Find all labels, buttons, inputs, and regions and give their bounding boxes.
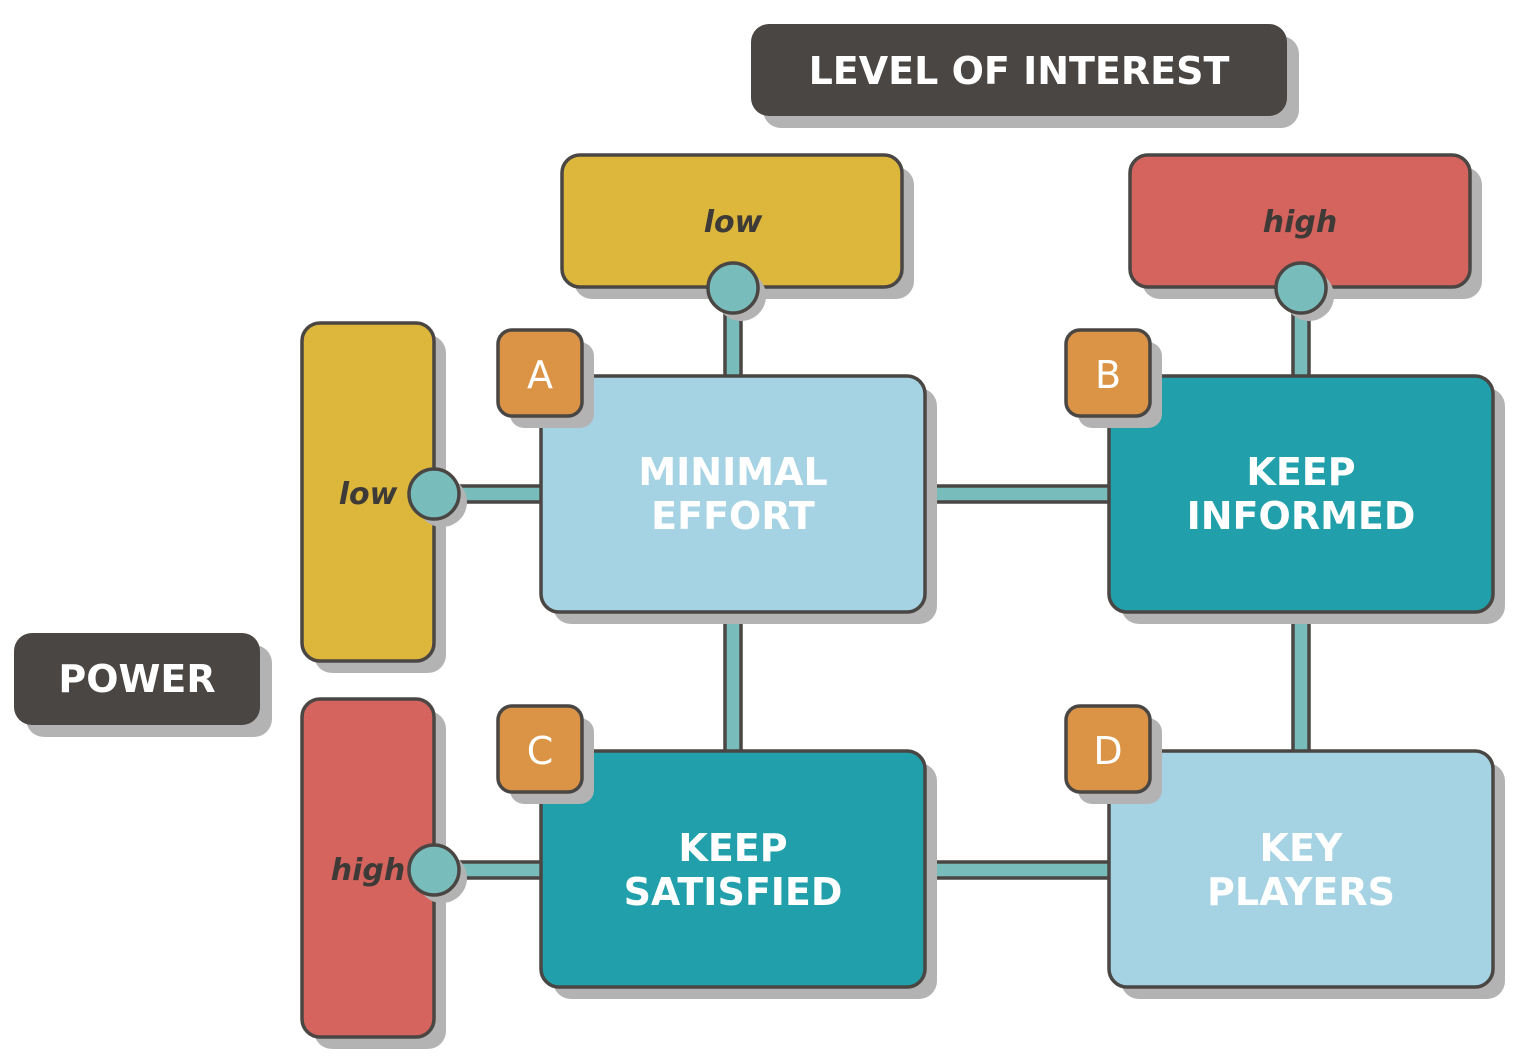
quadrant-b-line2: INFORMED <box>1187 494 1416 538</box>
interest-header: LEVEL OF INTEREST <box>751 24 1299 128</box>
power-header: POWER <box>14 633 272 737</box>
quadrant-c-box <box>539 749 927 989</box>
power-high-label: high <box>331 853 405 888</box>
connector-nodes <box>407 261 1334 903</box>
badge-a-letter: A <box>527 353 553 397</box>
node-interest-high <box>1274 261 1334 321</box>
badge-d-letter: D <box>1093 729 1122 773</box>
interest-header-label: LEVEL OF INTEREST <box>809 49 1230 93</box>
badge-b-letter: B <box>1095 353 1121 397</box>
quadrant-b: KEEP INFORMED B <box>1064 328 1505 624</box>
quadrant-c: KEEP SATISFIED C <box>496 704 937 999</box>
connector-b-d <box>1291 608 1311 754</box>
quadrant-a: MINIMAL EFFORT A <box>496 328 937 624</box>
badge-d <box>1064 704 1152 794</box>
interest-low-box: low <box>560 153 914 299</box>
power-high-box: high <box>300 697 446 1049</box>
node-power-low <box>407 467 467 527</box>
quadrant-c-line2: SATISFIED <box>624 870 843 914</box>
quadrant-c-line1: KEEP <box>678 826 787 870</box>
quadrant-a-box <box>539 374 927 614</box>
badge-c <box>496 704 584 794</box>
connector-a-b <box>922 484 1112 504</box>
quadrant-a-line2: EFFORT <box>651 494 815 538</box>
interest-low-label: low <box>704 205 763 240</box>
quadrant-a-line1: MINIMAL <box>638 450 827 494</box>
quadrant-b-line1: KEEP <box>1246 450 1355 494</box>
connector-c-d <box>922 860 1112 880</box>
connector-a-c <box>723 608 743 754</box>
badge-c-letter: C <box>527 729 554 773</box>
quadrant-d: KEY PLAYERS D <box>1064 704 1505 999</box>
quadrant-b-box <box>1107 374 1495 614</box>
badge-a <box>496 328 584 418</box>
interest-high-box: high <box>1128 153 1482 299</box>
quadrant-d-line2: PLAYERS <box>1207 870 1395 914</box>
node-power-high <box>407 843 467 903</box>
quadrant-d-line1: KEY <box>1260 826 1343 870</box>
node-interest-low <box>706 261 766 321</box>
quadrant-d-box <box>1107 749 1495 989</box>
power-low-label: low <box>339 477 398 512</box>
badge-b <box>1064 328 1152 418</box>
interest-high-label: high <box>1263 205 1337 240</box>
power-low-box: low <box>300 321 446 673</box>
power-header-label: POWER <box>58 657 215 701</box>
